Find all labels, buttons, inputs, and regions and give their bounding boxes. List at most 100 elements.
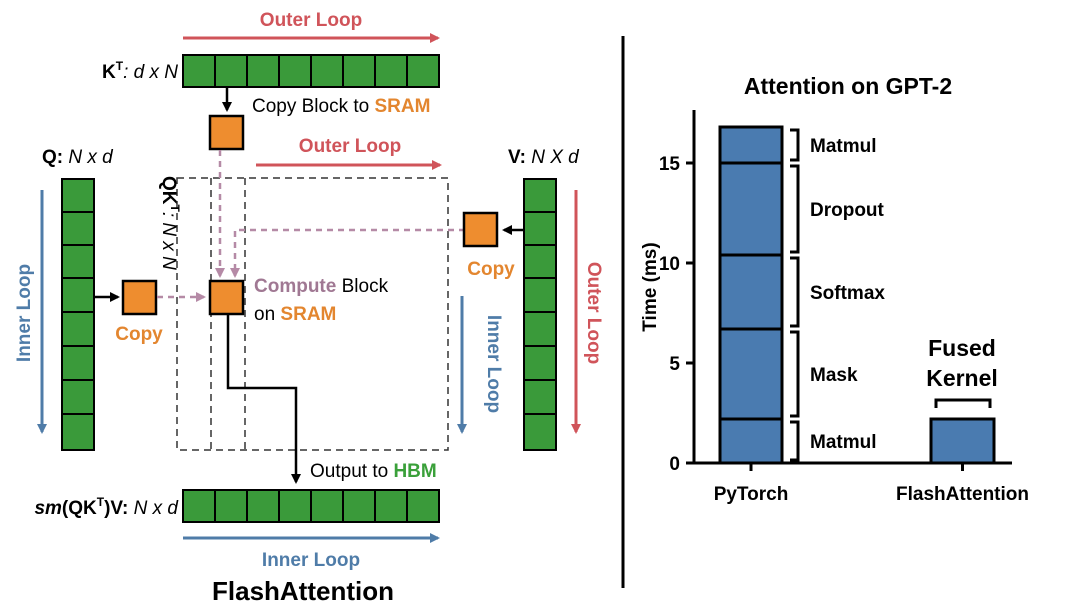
v-cell [523,178,557,213]
kt-sram-block [208,114,245,151]
v-matrix [523,178,557,451]
fused-bracket [934,398,992,408]
qkt-dims: : N x N [158,212,179,270]
compute-text: Block [336,276,388,297]
v-copy-label: Copy [467,259,515,280]
output-label: Output to HBM [310,461,437,482]
v-name: V: [508,147,526,168]
output-matrix-label: sm(QKT)V: N x d [34,495,179,519]
segment-bracket [790,330,800,418]
q-name: Q: [42,147,63,168]
kt-cell [278,54,312,88]
output-cell [310,489,344,523]
x-tick-label: FlashAttention [896,484,1029,505]
bar-segment [718,125,784,165]
qkt-label: QKT: N x N [158,176,182,270]
q-cell [61,277,95,313]
x-tick-labels: PyTorch FlashAttention [714,463,1029,505]
fused-label-line2: Kernel [926,365,998,391]
output-text: Output to [310,461,393,482]
y-tick-label: 10 [659,254,680,275]
y-tick-label: 0 [669,454,680,475]
kt-matrix [182,54,440,88]
q-dims: N x d [63,147,114,168]
q-cell [61,413,95,451]
q-cell [61,345,95,381]
q-cell [61,379,95,415]
v-cell [523,413,557,451]
segment-label: Dropout [810,200,885,221]
v-cell [523,277,557,313]
v-cell [523,311,557,347]
bars [718,125,996,465]
output-v: )V: [104,498,128,519]
y-axis-label: Time (ms) [640,242,661,331]
q-copy-label: Copy [115,324,163,345]
qkt-name: QK [158,176,179,205]
chart-title: Attention on GPT-2 [744,73,952,99]
bar-segment [718,253,784,331]
diagram: Outer Loop KT: d x N Copy Block to SRAM … [14,10,604,606]
compute-label-line2: on SRAM [254,304,336,325]
left-inner-loop-label: Inner Loop [14,264,35,362]
v-cell [523,244,557,279]
output-cell [182,489,216,523]
segment-bracket [790,256,800,328]
copy-block-sram: SRAM [375,96,431,117]
v-cell [523,345,557,381]
output-cell [374,489,408,523]
kt-cell [406,54,440,88]
output-cell [214,489,248,523]
q-cell [61,178,95,213]
qkt-region [176,177,449,451]
top-outer-loop-label: Outer Loop [260,10,362,31]
output-sup: T [97,495,105,509]
compute-sram: SRAM [280,304,336,325]
q-cell [61,311,95,347]
qkt-sup: T [168,205,182,213]
segment-bracket [790,128,800,162]
q-label: Q: N x d [42,147,114,168]
q-cell [61,244,95,279]
output-cell [278,489,312,523]
output-dims: N x d [128,498,179,519]
compute-highlight: Compute [254,276,336,297]
right-inner-loop-label: Inner Loop [483,315,504,413]
bar-segment [718,327,784,421]
fused-label-line1: Fused [928,335,996,361]
output-cell [342,489,376,523]
mid-outer-loop-label: Outer Loop [299,136,401,157]
v-label: V: N X d [508,147,580,168]
right-outer-loop-label: Outer Loop [583,262,604,364]
v-to-compute-arrow [230,228,465,278]
segment-bracket [790,164,800,254]
kt-cell [182,54,216,88]
segment-label: Matmul [810,136,877,157]
segment-bracket [790,420,800,462]
copy-block-text: Copy Block to [252,96,375,117]
output-cell [406,489,440,523]
output-qk: (QK [62,498,97,519]
bar-segment [718,161,784,257]
segment-label: Matmul [810,432,877,453]
output-cell [246,489,280,523]
output-arrow [226,314,301,484]
compute-block [208,279,245,316]
kt-cell [374,54,408,88]
y-tick-label: 5 [669,354,680,375]
diagram-caption: FlashAttention [212,576,394,606]
v-dims: N X d [526,147,580,168]
q-cell [61,211,95,246]
bar-segment [718,417,784,465]
kt-name: K [102,62,116,83]
segment-label: Mask [810,365,858,386]
bar-segment [929,417,996,465]
x-tick-label: PyTorch [714,484,789,505]
kt-cell [214,54,248,88]
output-matrix [182,489,440,523]
v-cell [523,211,557,246]
kt-cell [310,54,344,88]
